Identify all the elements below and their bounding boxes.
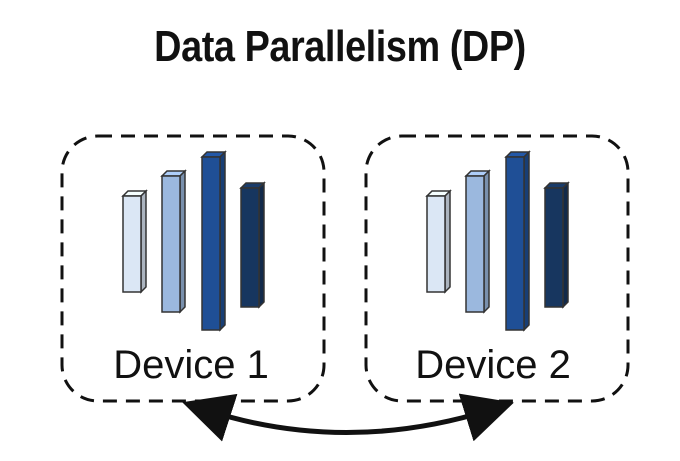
device-2-layer-3 <box>504 150 531 332</box>
device-1-group: Device 1 <box>60 134 326 403</box>
device-1-label: Device 1 <box>113 343 269 387</box>
sync-arrow <box>182 393 514 442</box>
device-2-label: Device 2 <box>415 343 571 387</box>
device-2-layer-4 <box>543 181 570 309</box>
device-2-model <box>425 150 570 332</box>
device-2-box <box>364 134 630 403</box>
device-1-layer-4 <box>239 181 266 309</box>
device-2-layer-1 <box>425 189 452 294</box>
device-2-group: Device 2 <box>364 134 630 403</box>
device-1-layer-3 <box>200 150 227 332</box>
device-1-layer-2 <box>160 169 187 314</box>
device-1-layer-1 <box>121 189 148 294</box>
device-1-model <box>121 150 266 332</box>
diagram-title: Data Parallelism (DP) <box>154 22 526 71</box>
device-2-layer-2 <box>464 169 491 314</box>
device-1-box <box>60 134 326 403</box>
